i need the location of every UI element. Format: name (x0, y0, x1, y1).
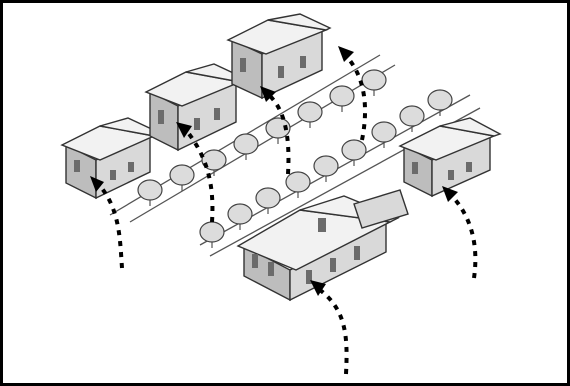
tree (200, 222, 224, 248)
tree (234, 134, 258, 160)
tree (342, 140, 366, 166)
tree (256, 188, 280, 214)
house-back-left (146, 64, 244, 150)
tree (400, 106, 424, 132)
tree (330, 86, 354, 112)
tree (138, 180, 162, 206)
tree (428, 90, 452, 116)
arrow-front (310, 280, 347, 374)
house-back-right (228, 14, 330, 98)
tree (170, 165, 194, 191)
tree (228, 204, 252, 230)
tree (362, 70, 386, 96)
tree (372, 122, 396, 148)
house-right (400, 118, 500, 196)
arrow-right (442, 186, 475, 278)
tree (298, 102, 322, 128)
tree (286, 172, 310, 198)
tree (314, 156, 338, 182)
